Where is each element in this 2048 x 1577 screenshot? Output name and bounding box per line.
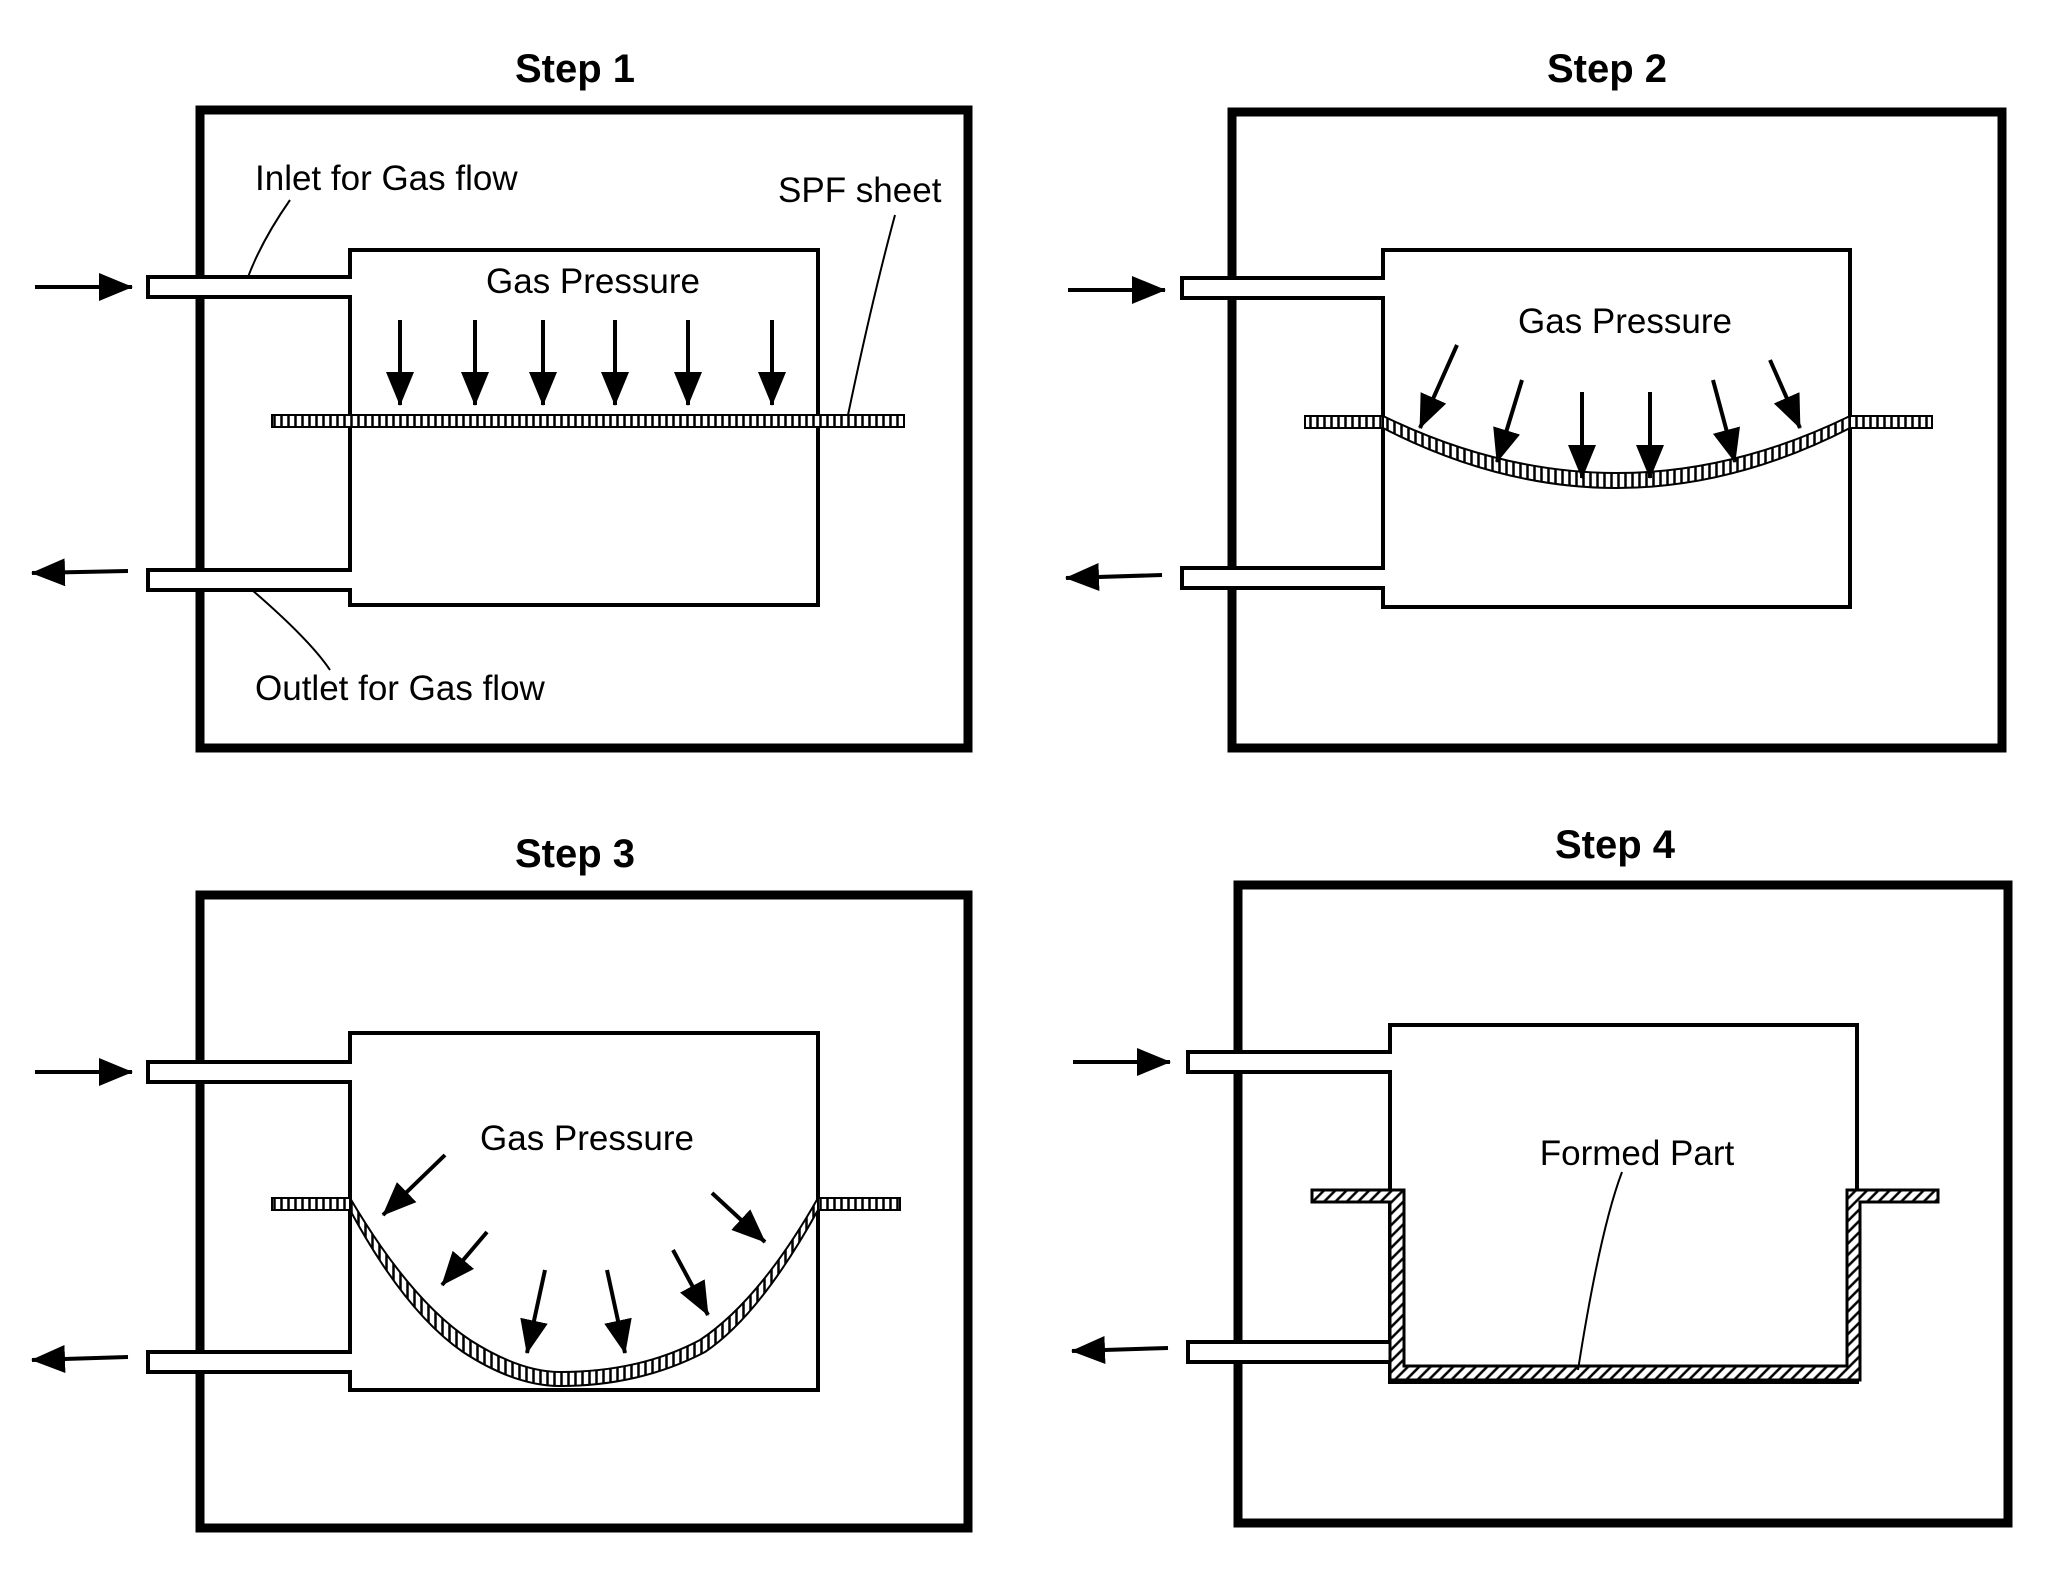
step-3-panel: Step 3 Gas Pressure: [31, 832, 973, 1533]
step-3-gas-pressure-label: Gas Pressure: [480, 1119, 694, 1158]
step-3-pressure-arrows: [381, 1153, 767, 1354]
step-2-chamber: [1180, 248, 1852, 609]
step-1-outer-box: [195, 105, 973, 753]
step-1-panel: Step 1 Gas Pressure Inlet for Gas flow S…: [31, 47, 973, 753]
step-3-title: Step 3: [515, 832, 635, 876]
formed-part: [1310, 1188, 1940, 1382]
step-2-pressure-arrows: [1418, 344, 1802, 479]
step-4-panel: Step 4 Formed Part: [1071, 823, 2013, 1528]
spf-sheet-leader-line: [847, 214, 896, 416]
step-3-chamber: [146, 1031, 820, 1392]
step-2-deformed-sheet: [1382, 414, 1851, 489]
step-2-outer-box: [1227, 107, 2007, 753]
step-2-sheet-left-end: [1304, 415, 1384, 429]
inlet-leader-line: [247, 199, 291, 278]
formed-part-label: Formed Part: [1540, 1134, 1735, 1173]
outlet-leader-line: [251, 589, 331, 671]
step-4-outlet-arrow: [1071, 1335, 1169, 1364]
step-3-sheet-right-end: [817, 1197, 901, 1211]
step-1-gas-pressure-label: Gas Pressure: [486, 262, 700, 301]
step-4-outer-box: [1233, 880, 2013, 1528]
step-1-title: Step 1: [515, 47, 635, 91]
step-2-outlet-arrow: [1065, 562, 1163, 591]
outlet-label: Outlet for Gas flow: [255, 669, 546, 708]
step-4-title: Step 4: [1555, 823, 1676, 867]
formed-part-leader-line: [1577, 1171, 1623, 1371]
step-1-outlet-arrow: [31, 558, 129, 587]
spf-sheet-label: SPF sheet: [778, 171, 942, 210]
step-2-panel: Step 2 Gas Pressure: [1065, 47, 2007, 753]
step-2-sheet-right-end: [1849, 415, 1933, 429]
step-2-title: Step 2: [1547, 47, 1667, 91]
step-3-outlet-arrow: [31, 1344, 129, 1373]
step-3-sheet-left-end: [271, 1197, 351, 1211]
step-3-outer-box: [195, 890, 973, 1533]
step-4-chamber: [1186, 1023, 1859, 1384]
step-1-pressure-arrows: [386, 320, 786, 406]
inlet-label: Inlet for Gas flow: [255, 159, 518, 198]
step-2-gas-pressure-label: Gas Pressure: [1518, 302, 1732, 341]
step-3-deformed-sheet: [349, 1194, 819, 1388]
step-1-spf-sheet: [271, 414, 905, 428]
